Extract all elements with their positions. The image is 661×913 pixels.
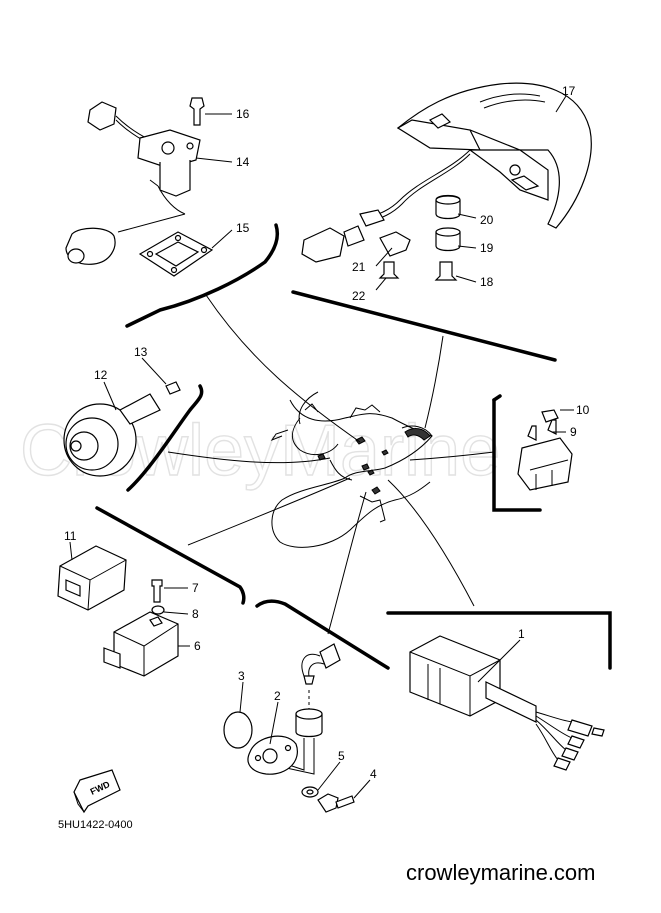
bolt-13 — [165, 381, 181, 395]
screw-4-head — [317, 793, 339, 813]
bracket-frames — [95, 223, 612, 670]
screw-22 — [378, 261, 400, 279]
callout-12: 12 — [94, 368, 108, 382]
cdi-unit-assembly — [409, 635, 605, 771]
callout-leaders — [69, 95, 574, 799]
fwd-arrow-icon: FWD — [73, 769, 121, 814]
callout-17: 17 — [562, 84, 576, 98]
o-ring-3 — [223, 711, 253, 749]
callout-6: 6 — [194, 639, 201, 653]
bolt-16 — [189, 97, 205, 126]
nut-10 — [541, 409, 559, 423]
callout-16: 16 — [236, 107, 250, 121]
horn-bracket — [119, 393, 161, 425]
callout-5: 5 — [338, 749, 345, 763]
horn-assembly — [63, 381, 181, 477]
assembly-leader-lines — [167, 294, 495, 635]
callout-21: 21 — [352, 260, 366, 274]
callout-15: 15 — [236, 221, 250, 235]
callout-8: 8 — [192, 607, 199, 621]
relay-body — [517, 437, 573, 491]
callout-9: 9 — [570, 425, 577, 439]
callout-20: 20 — [480, 213, 494, 227]
scooter-frame-outline — [270, 391, 433, 548]
website-label: crowleymarine.com — [406, 860, 596, 885]
taillight-connector — [301, 227, 345, 263]
callout-19: 19 — [480, 241, 494, 255]
callout-22: 22 — [352, 289, 366, 303]
starter-relay-assembly — [517, 409, 573, 491]
callout-2: 2 — [274, 689, 281, 703]
callout-4: 4 — [370, 767, 377, 781]
washer-8 — [151, 605, 165, 615]
callout-numbers: 17 16 14 15 20 19 18 21 22 13 12 10 9 11… — [64, 84, 590, 781]
screw-4-shaft — [335, 795, 355, 809]
cdi-unit-body — [409, 635, 501, 717]
callout-18: 18 — [480, 275, 494, 289]
clip-21 — [379, 231, 411, 257]
taillight-assembly — [301, 82, 592, 281]
callout-7: 7 — [192, 581, 199, 595]
sensor-assembly — [223, 643, 355, 813]
regulator-6 — [113, 611, 179, 677]
flasher-relay-11 — [57, 545, 127, 611]
flasher-and-regulator — [57, 545, 179, 677]
callout-1: 1 — [518, 627, 525, 641]
fuel-sender-assembly — [65, 97, 214, 277]
callout-14: 14 — [236, 155, 250, 169]
drawing-code: 5HU1422-0400 — [58, 819, 133, 831]
callout-10: 10 — [576, 403, 590, 417]
screw-18 — [434, 261, 458, 281]
sender-connector — [87, 101, 117, 131]
callout-13: 13 — [134, 345, 148, 359]
callout-3: 3 — [238, 669, 245, 683]
callout-11: 11 — [64, 529, 77, 543]
bolt-7 — [151, 579, 163, 603]
